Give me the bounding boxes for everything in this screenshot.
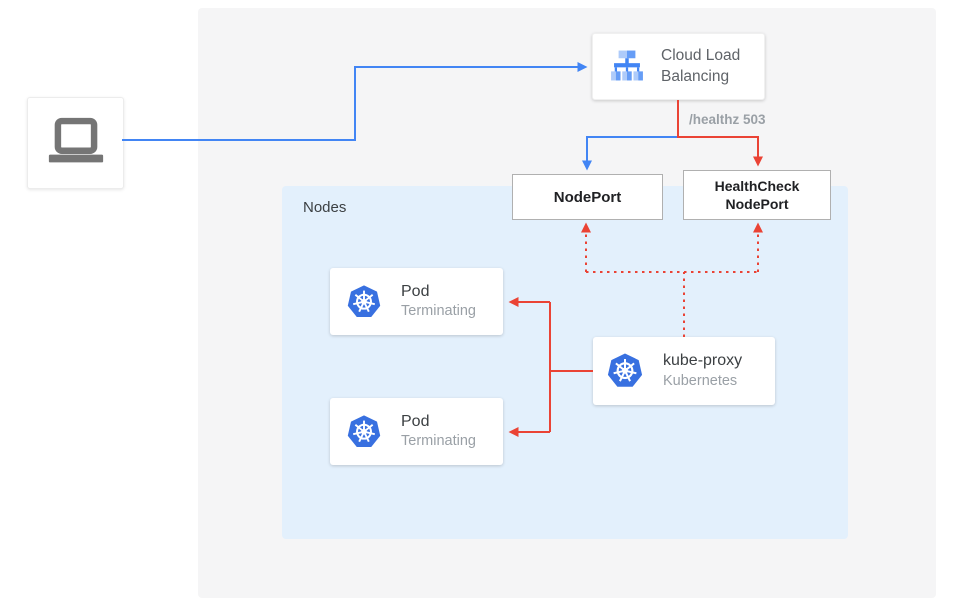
cloud-load-balancing-icon bbox=[611, 50, 643, 80]
pod-top-labels: Pod Terminating bbox=[401, 282, 476, 322]
healthcheck-nodeport-node: HealthCheck NodePort bbox=[683, 170, 831, 220]
nodes-label: Nodes bbox=[303, 199, 347, 216]
pod-bottom-labels: Pod Terminating bbox=[401, 412, 476, 452]
pod-top-status: Terminating bbox=[401, 303, 476, 320]
pod-bottom-status: Terminating bbox=[401, 433, 476, 450]
pod-terminating-bottom-node: Pod Terminating bbox=[330, 398, 503, 465]
cloud-load-balancing-label: Cloud Load Balancing bbox=[661, 46, 740, 88]
clb-label-line2: Balancing bbox=[661, 67, 730, 85]
nodeport-node: NodePort bbox=[512, 174, 663, 220]
kube-proxy-subtitle: Kubernetes bbox=[663, 372, 738, 389]
kube-proxy-node: kube-proxy Kubernetes bbox=[593, 337, 775, 405]
kube-proxy-title: kube-proxy bbox=[663, 352, 743, 370]
user-laptop-node bbox=[27, 97, 124, 189]
cloud-load-balancing-node: Cloud Load Balancing bbox=[592, 33, 765, 100]
clb-label-line1: Cloud Load bbox=[661, 46, 741, 64]
healthcheck-nodeport-label-line1: HealthCheck bbox=[714, 177, 800, 194]
kube-proxy-labels: kube-proxy Kubernetes bbox=[663, 351, 742, 391]
nodeport-label: NodePort bbox=[553, 188, 622, 206]
kubernetes-icon bbox=[347, 284, 381, 317]
laptop-icon bbox=[48, 117, 103, 163]
pod-bottom-title: Pod bbox=[401, 412, 430, 430]
pod-terminating-top-node: Pod Terminating bbox=[330, 268, 503, 335]
kubernetes-icon bbox=[347, 414, 381, 447]
healthz-503-label: /healthz 503 bbox=[689, 112, 766, 127]
healthcheck-nodeport-label-line2: NodePort bbox=[725, 196, 789, 212]
pod-top-title: Pod bbox=[401, 282, 430, 300]
kubernetes-icon bbox=[607, 353, 643, 387]
